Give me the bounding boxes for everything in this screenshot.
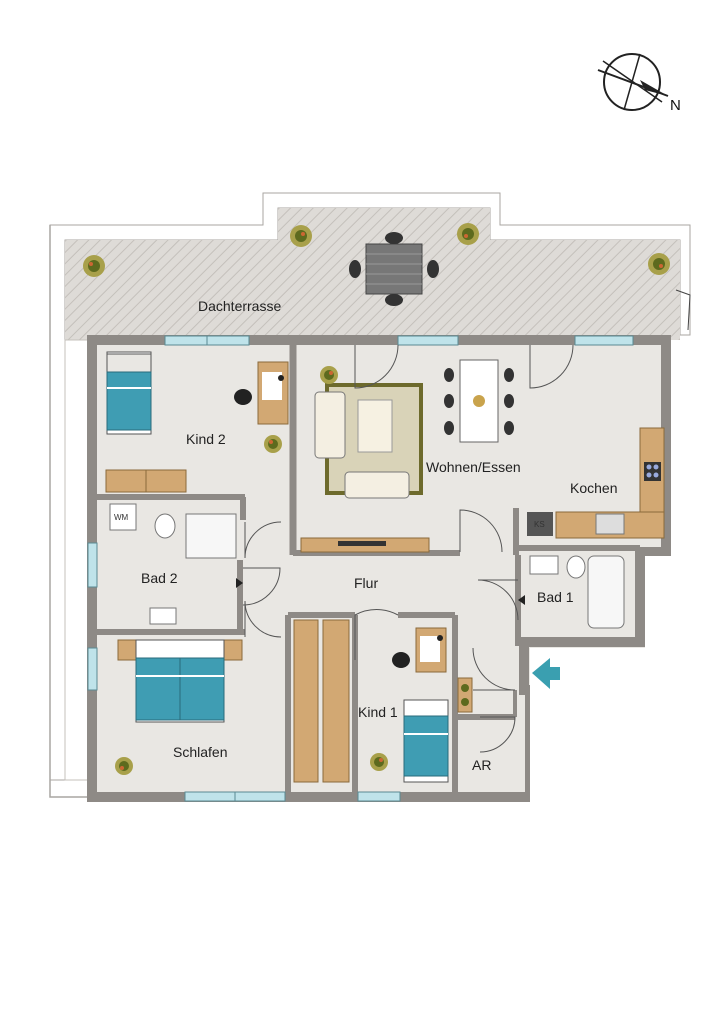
compass: N: [597, 53, 681, 114]
coat-rack-icon: [457, 677, 473, 713]
sofa-icon: [314, 391, 410, 499]
room-label-schlafen: Schlafen: [173, 744, 227, 760]
room-label-kind1: Kind 1: [358, 704, 398, 720]
terrace-dining-set-icon: [349, 232, 439, 306]
door-handle-icons: [236, 578, 525, 605]
shower-icon: [185, 513, 237, 559]
room-label-bad2: Bad 2: [141, 570, 178, 586]
entrance-arrow-icon: [532, 658, 560, 689]
bathtub-icon: [587, 555, 625, 629]
room-label-ar: AR: [472, 757, 491, 773]
bed-icon: [403, 699, 449, 783]
room-label-wohnen-essen: Wohnen/Essen: [426, 459, 521, 475]
toilet-icon: [566, 555, 586, 579]
windows: [87, 335, 634, 802]
plant-icon: [83, 255, 105, 277]
plant-icon: [264, 435, 282, 453]
sink-icon: [149, 607, 177, 625]
north-label: N: [670, 97, 681, 114]
plant-icon: [648, 253, 670, 275]
room-label-dachterrasse: Dachterrasse: [198, 298, 281, 314]
interior-walls: [97, 340, 640, 797]
terrace-door-icon: [675, 289, 691, 331]
plant-icon: [370, 753, 388, 771]
plant-icon: [457, 223, 479, 245]
wardrobe-icon: [293, 619, 350, 783]
outer-frame: [49, 225, 92, 798]
room-label-flur: Flur: [354, 575, 378, 591]
bed-icon: [106, 351, 152, 435]
room-label-kind2: Kind 2: [186, 431, 226, 447]
double-bed-icon: [135, 639, 225, 723]
sink-icon: [529, 555, 559, 575]
toilet-icon: [154, 513, 176, 539]
desk-icon: [234, 361, 289, 425]
room-label-bad1: Bad 1: [537, 589, 574, 605]
doors: [242, 344, 574, 753]
washing-machine-icon: [109, 503, 137, 531]
dining-table-icon: [444, 359, 514, 443]
plant-icon: [290, 225, 312, 247]
room-label-kochen: Kochen: [570, 480, 617, 496]
plant-icon: [115, 757, 133, 775]
desk-icon: [392, 627, 447, 673]
kitchen-counter-icon: [527, 427, 665, 539]
compass-arrow-icon: [640, 80, 668, 96]
washing-machine-label: WM: [114, 513, 129, 522]
fridge-label: KS: [534, 520, 545, 529]
plant-icon: [320, 366, 338, 384]
coffee-table-icon: [357, 399, 393, 453]
